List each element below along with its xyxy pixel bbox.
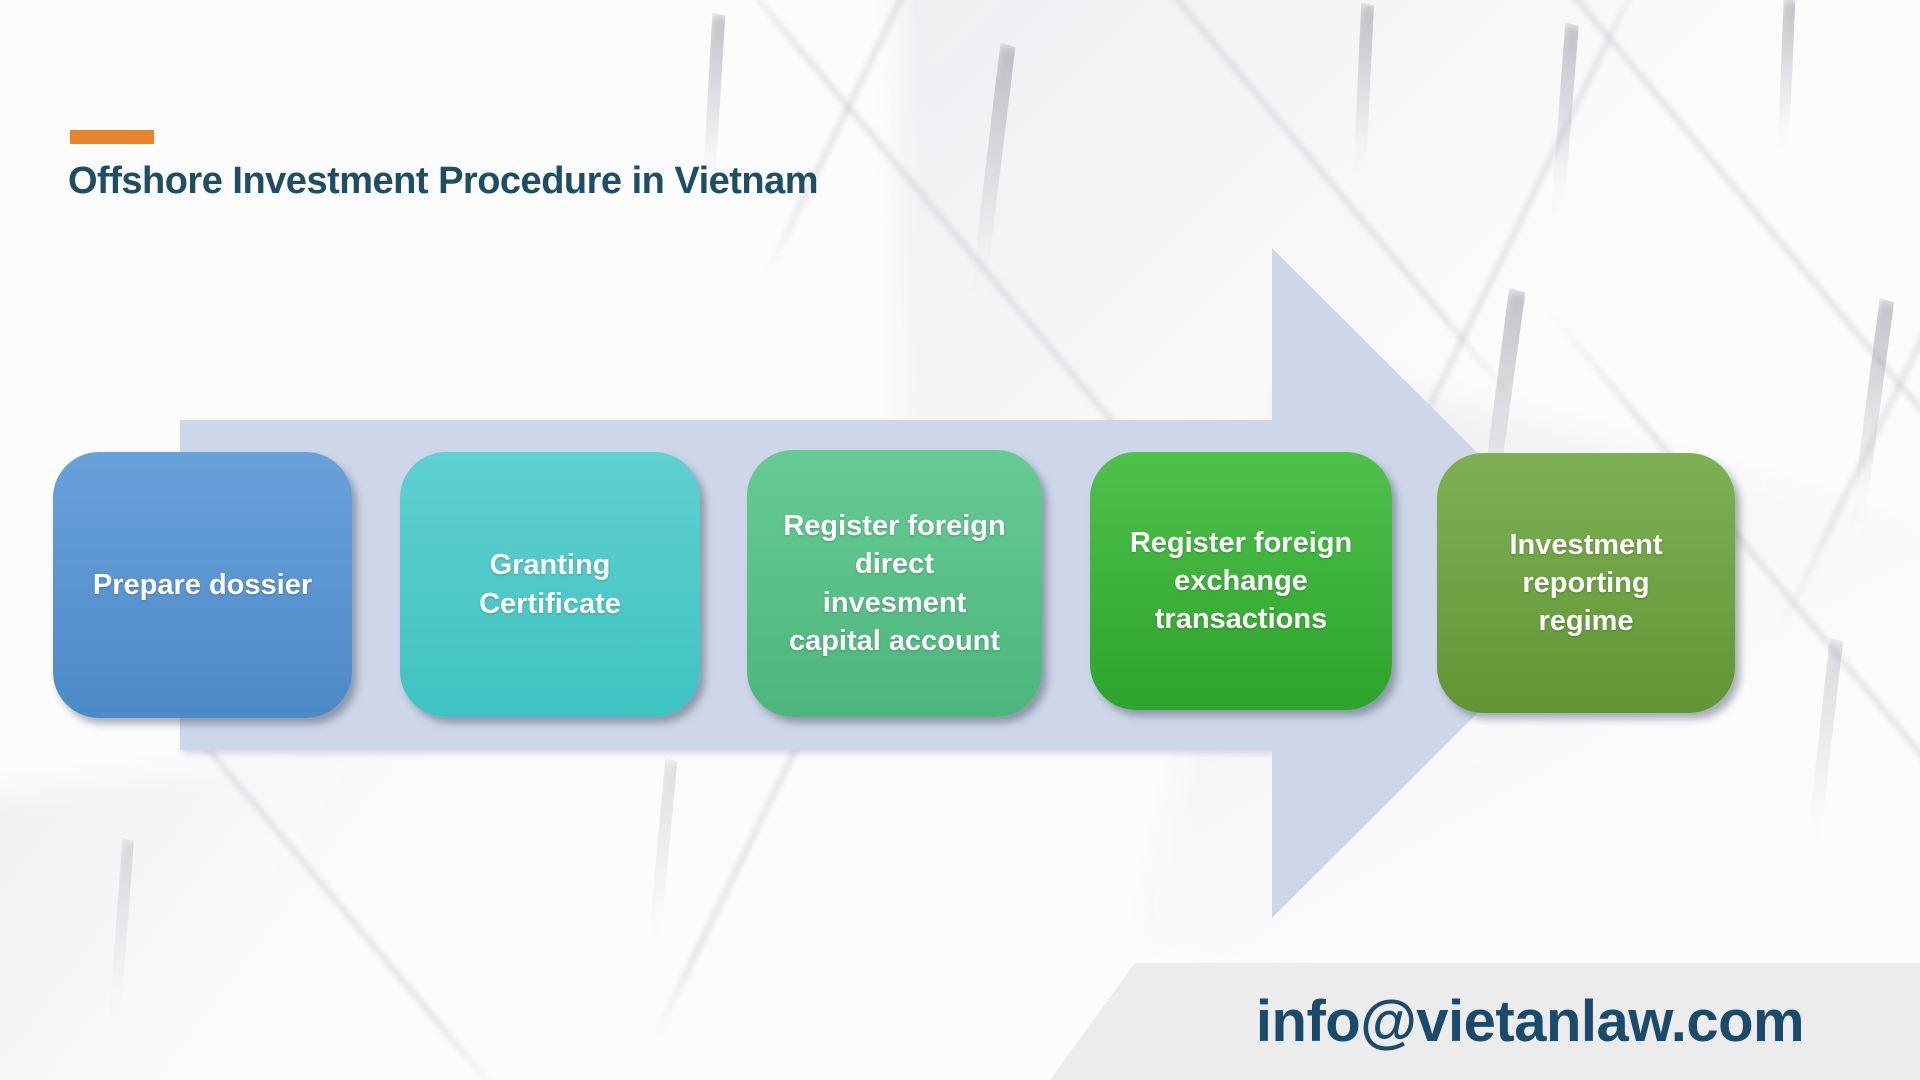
contact-email: info@vietanlaw.com bbox=[1255, 989, 1805, 1054]
background-sheen bbox=[0, 713, 642, 1080]
page-title: Offshore Investment Procedure in Vietnam bbox=[68, 160, 819, 202]
title-accent-bar bbox=[70, 130, 154, 144]
step-prepare-dossier: Prepare dossier bbox=[53, 452, 352, 718]
step-label: Prepare dossier bbox=[92, 568, 313, 601]
background-facet-shadow bbox=[616, 758, 706, 952]
footer-band: info@vietanlaw.com bbox=[1050, 963, 1920, 1080]
